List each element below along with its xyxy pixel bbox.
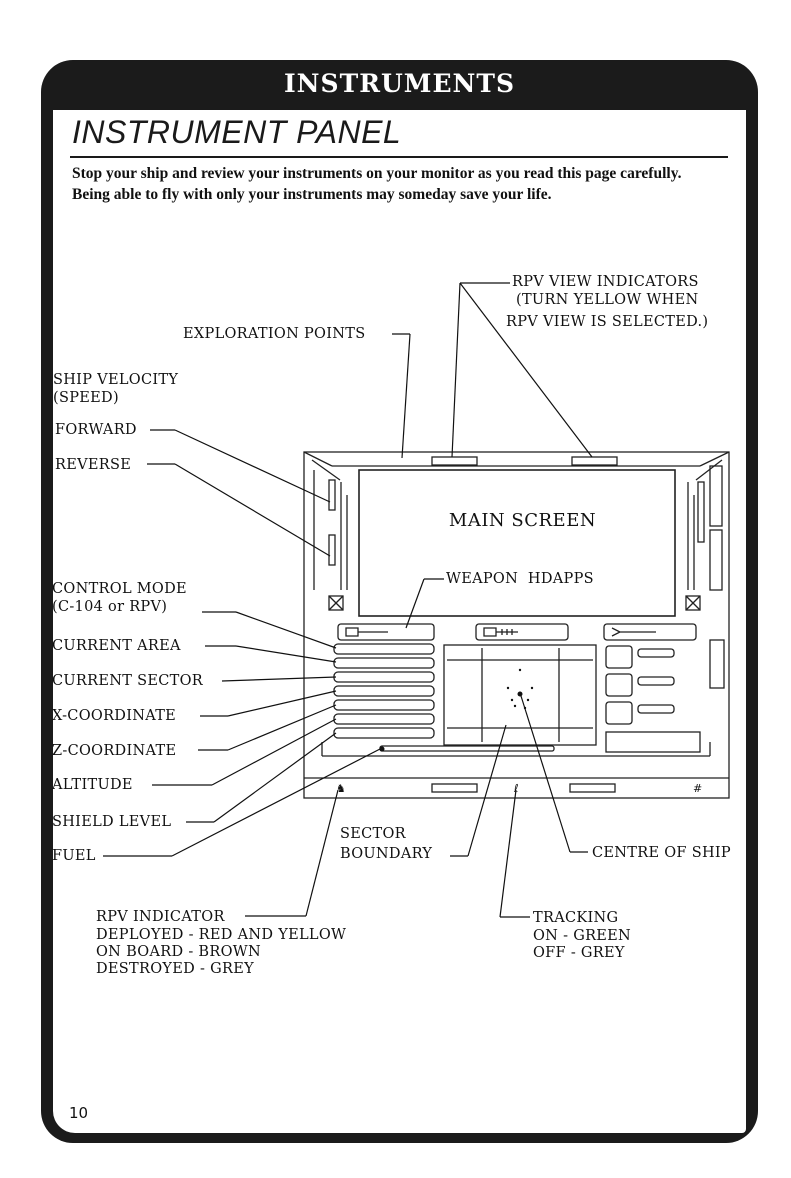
- rpv-indicator-label: RPV INDICATOR: [96, 909, 225, 925]
- x-coordinate-bar: [333, 685, 435, 697]
- z-coordinate-bar: [333, 699, 435, 711]
- shield-level-label: SHIELD LEVEL: [52, 814, 172, 830]
- sector-boundary-sublabel: BOUNDARY: [340, 846, 433, 862]
- rpv-view-indicators-label: RPV VIEW INDICATORS: [512, 274, 699, 290]
- rpv-view-indicators-note-2: RPV VIEW IS SELECTED.): [506, 314, 709, 330]
- altitude-label: ALTITUDE: [52, 777, 133, 793]
- rpv-indicator-destroyed: DESTROYED - GREY: [96, 961, 254, 977]
- reverse-label: REVERSE: [55, 457, 132, 473]
- sector-boundary-label: SECTOR: [340, 826, 406, 842]
- ship-velocity-sublabel: (SPEED): [53, 390, 119, 406]
- panel-outline: [303, 451, 730, 799]
- current-sector-label: CURRENT SECTOR: [52, 673, 203, 689]
- control-mode-sublabel: (C-104 or RPV): [52, 599, 168, 615]
- rpv-view-indicator-left: [431, 456, 478, 466]
- main-screen: [358, 469, 676, 617]
- intro-line-1: Stop your ship and review your instrumen…: [72, 165, 682, 182]
- speed-reverse-bar: [328, 534, 336, 566]
- weapon-slot-1: [337, 623, 435, 641]
- current-area-label: CURRENT AREA: [52, 638, 181, 654]
- control-mode-label: CONTROL MODE: [52, 581, 187, 597]
- current-sector-bar: [333, 671, 435, 683]
- forward-label: FORWARD: [55, 422, 137, 438]
- tracking-label: TRACKING: [533, 910, 619, 926]
- ship-velocity-label: SHIP VELOCITY: [53, 372, 179, 388]
- shield-level-bar: [333, 727, 435, 739]
- rpv-indicator-deployed: DEPLOYED - RED AND YELLOW: [96, 927, 347, 943]
- rpv-indicator-icon: ♞: [336, 782, 346, 795]
- weapon-slot-3: [603, 623, 697, 641]
- section-title: INSTRUMENT PANEL: [72, 114, 402, 150]
- rpv-view-indicator-right: [571, 456, 618, 466]
- weapon-hdapps-label: WEAPON HDAPPS: [446, 571, 594, 587]
- z-coordinate-label: Z-COORDINATE: [52, 743, 177, 759]
- x-coordinate-label: X-COORDINATE: [52, 708, 177, 724]
- current-area-bar: [333, 657, 435, 669]
- weapon-slot-2: [475, 623, 569, 641]
- grid-icon: #: [693, 782, 702, 795]
- fuel-label: FUEL: [52, 848, 96, 864]
- tracking-off: OFF - GREY: [533, 945, 625, 961]
- exploration-points-label: EXPLORATION POINTS: [183, 326, 366, 342]
- fuel-bar: [379, 745, 555, 752]
- altitude-bar: [333, 713, 435, 725]
- centre-of-ship-label: CENTRE OF SHIP: [592, 845, 731, 861]
- tracking-indicator-icon: ℓ: [513, 782, 519, 795]
- tracking-on: ON - GREEN: [533, 928, 632, 944]
- rpv-view-indicators-note-1: (TURN YELLOW WHEN: [516, 292, 699, 308]
- page-number: 10: [69, 1104, 89, 1122]
- header-title: INSTRUMENTS: [283, 69, 516, 98]
- rpv-indicator-on-board: ON BOARD - BROWN: [96, 944, 261, 960]
- speed-forward-bar: [328, 479, 336, 511]
- radar-display: [443, 644, 597, 746]
- intro-line-2: Being able to fly with only your instrum…: [72, 186, 552, 203]
- intro-text: Stop your ship and review your instrumen…: [72, 163, 732, 205]
- title-rule: [70, 156, 728, 158]
- control-mode-bar: [333, 643, 435, 655]
- main-screen-label: MAIN SCREEN: [448, 510, 597, 531]
- page-body: [53, 110, 746, 1133]
